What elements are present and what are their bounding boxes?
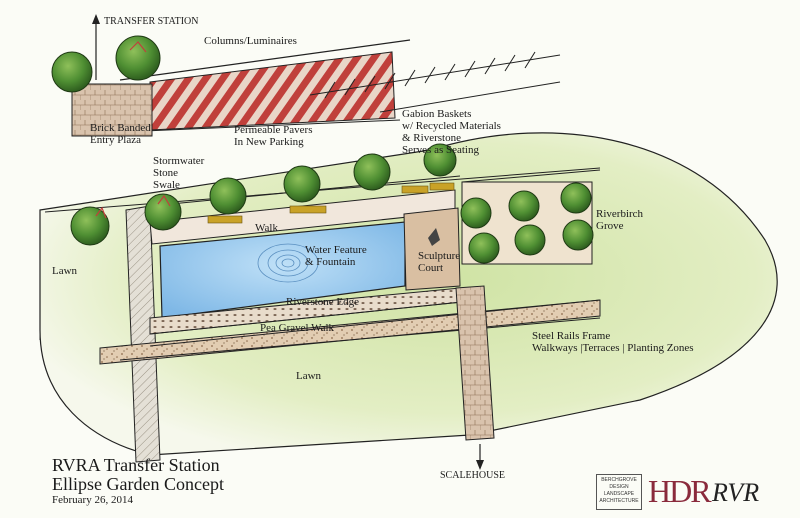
label-gabion: Gabion Baskets w/ Recycled Materials & R… [402,108,501,156]
label-riverstone-edge: Riverstone Edge [286,296,360,308]
sculpture-court [403,207,461,291]
label-stormwater: Stormwater Stone Swale [153,155,205,191]
title-block: RVRA Transfer Station Ellipse Garden Con… [52,456,224,507]
parking-strip [149,51,396,131]
label-pea-gravel: Pea Gravel Walk [260,322,335,334]
rvra-logo: RVR [712,478,760,507]
label-lawn-left: Lawn [52,265,78,277]
entry-plaza [71,83,153,137]
label-steel-rails: Steel Rails Frame Walkways |Terraces | P… [532,330,694,354]
label-scalehouse: SCALEHOUSE [440,470,506,481]
design-firm-logo: BERCHGROVE DESIGN LANDSCAPE ARCHITECTURE [596,474,642,510]
label-walk: Walk [255,222,278,234]
trees [51,35,594,264]
title-line-1: RVRA Transfer Station [52,455,220,475]
hdr-logo: HDR [648,473,712,509]
stormwater-swale [125,205,161,463]
label-transfer-station: TRANSFER STATION [104,16,199,27]
label-water-feature: Water Feature & Fountain [305,244,367,268]
label-columns: Columns/Luminaires [204,35,297,47]
scalehouse-path [455,285,495,441]
gabion-baskets [207,182,455,224]
title-date: February 26, 2014 [52,494,133,506]
label-lawn-bottom: Lawn [296,370,322,382]
label-brick-plaza: Brick Banded Entry Plaza [90,122,151,146]
label-riverbirch: Riverbirch Grove [596,208,644,232]
label-permeable-pavers: Permeable Pavers In New Parking [234,124,313,148]
label-sculpture: Sculpture Court [418,250,461,274]
title-line-2: Ellipse Garden Concept [52,474,224,494]
